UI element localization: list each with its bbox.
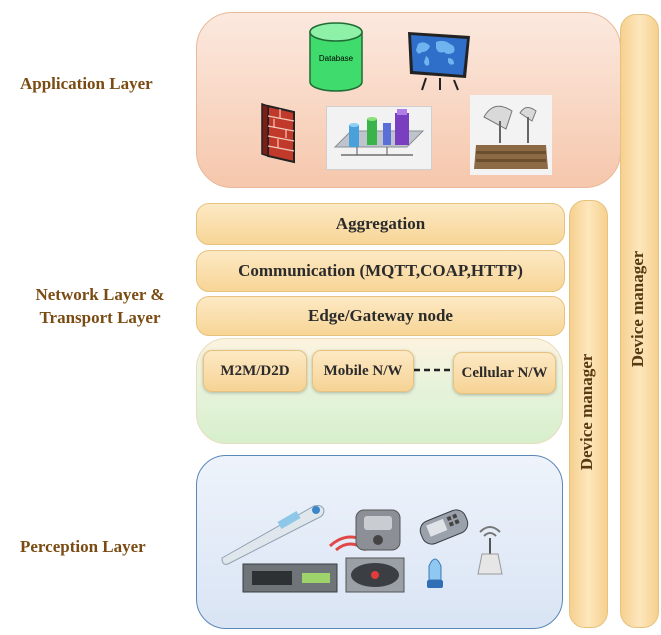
sensor-node-icon [470, 520, 510, 583]
rfid-reader-icon [326, 506, 406, 563]
database-icon: Database [306, 22, 366, 94]
smoke-detector-icon [345, 557, 405, 598]
device-manager-inner-bar [569, 200, 608, 628]
server-network-icon [326, 106, 432, 170]
satellite-dish-icon [470, 95, 552, 175]
database-label: Database [318, 54, 354, 63]
mobile-nw-pill: Mobile N/W [312, 350, 414, 392]
device-manager-outer-label: Device manager [628, 250, 647, 368]
edge-gateway-bar: Edge/Gateway node [196, 296, 565, 336]
cellular-nw-pill: Cellular N/W [453, 352, 556, 394]
m2m-d2d-pill: M2M/D2D [203, 350, 307, 392]
aggregation-bar: Aggregation [196, 203, 565, 245]
mobile-phone-icon [414, 505, 472, 556]
network-layer-line2: Transport Layer [39, 308, 161, 327]
device-manager-inner-label: Device manager [577, 353, 596, 471]
card-reader-icon [242, 563, 338, 598]
world-map-display-icon [404, 28, 474, 97]
bulb-sensor-icon [425, 554, 445, 595]
thermometer-icon [218, 500, 330, 571]
application-layer-label: Application Layer [20, 74, 153, 93]
network-layer-line1: Network Layer & [35, 285, 165, 304]
network-layer-label: Network Layer & Transport Layer [12, 283, 188, 329]
perception-layer-label: Perception Layer [20, 537, 146, 556]
firewall-icon [260, 100, 302, 175]
dashed-connector [414, 368, 452, 372]
communication-bar: Communication (MQTT,COAP,HTTP) [196, 250, 565, 292]
device-manager-outer-bar [620, 14, 659, 628]
